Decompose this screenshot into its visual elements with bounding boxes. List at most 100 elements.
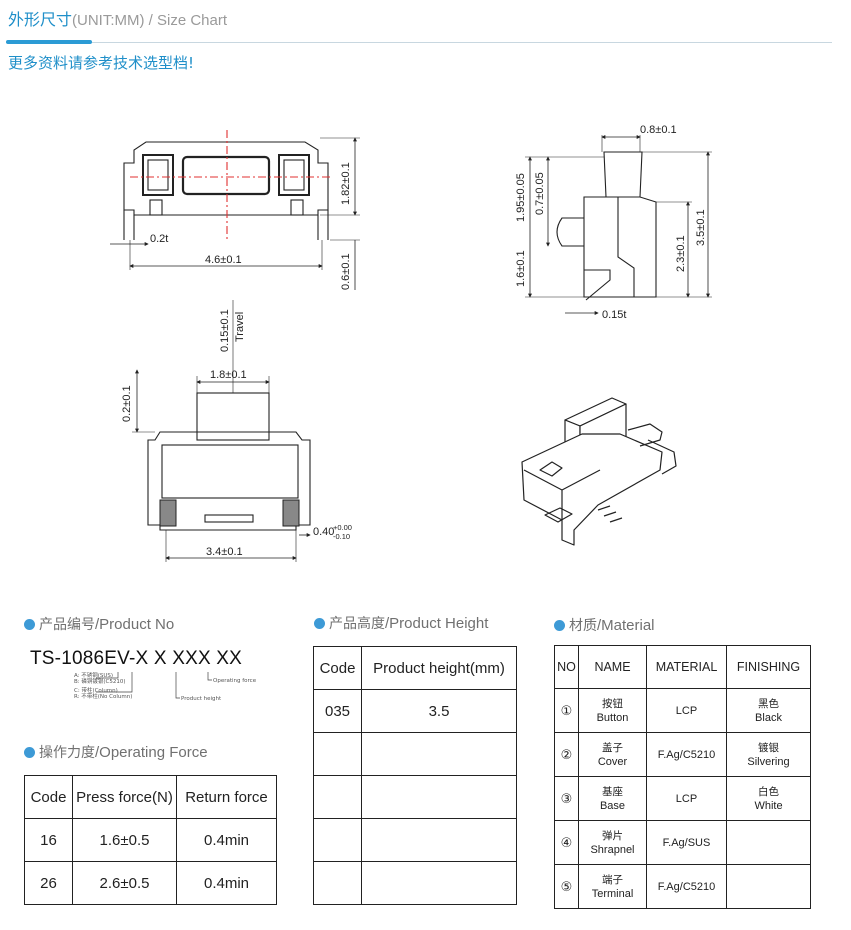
dimension-drawings: 4.6±0.1 0.2t 1.82±0.1 0.6±0.1 0.8±0.1 1.… xyxy=(110,124,712,562)
legend-note-b: B: 磷铜镀银(C5210) xyxy=(74,677,126,685)
table-cell: LCP xyxy=(646,688,727,733)
side-h1-dim: 1.95±0.05 xyxy=(515,173,527,222)
legend-note-r: R: 不带柱(No Column) xyxy=(74,692,132,700)
legend-note-force: Operating force xyxy=(213,678,257,684)
table-header-cell: Press force(N) xyxy=(72,775,177,819)
section-title-operating-force: 操作力度/Operating Force xyxy=(24,742,208,762)
front-travel-dim: 0.15±0.1 xyxy=(219,309,231,352)
header-accent-bar xyxy=(6,40,92,44)
table-cell xyxy=(313,775,362,819)
side-h5-dim: 3.5±0.1 xyxy=(695,209,707,246)
table-header-row: Code Press force(N) Return force xyxy=(24,775,277,819)
page-title-en: (UNIT:MM) / Size Chart xyxy=(72,12,228,29)
legend-note-c: C: 带柱(Column) xyxy=(74,686,118,694)
section-bullet-icon xyxy=(24,619,35,630)
table-cell: F.Ag/C5210 xyxy=(646,732,727,777)
table-row xyxy=(313,818,517,862)
product-code: TS-1086EV-X X XXX XX xyxy=(30,648,243,669)
top-height-dim: 1.82±0.1 xyxy=(340,162,352,205)
table-header-row: Code Product height(mm) xyxy=(313,646,517,690)
table-cell: 3.5 xyxy=(361,689,517,733)
section-title-material: 材质/Material xyxy=(554,615,655,635)
top-width-dim: 4.6±0.1 xyxy=(205,254,242,266)
table-cell: ③ xyxy=(554,776,579,821)
table-cell xyxy=(361,818,517,862)
side-h2-dim: 0.7±0.05 xyxy=(534,172,546,215)
top-view-drawing xyxy=(110,130,360,290)
table-row xyxy=(313,732,517,776)
table-cell xyxy=(361,861,517,905)
header-divider xyxy=(6,42,832,43)
table-cell: ② xyxy=(554,732,579,777)
section-title-product-height: 产品高度/Product Height xyxy=(314,613,488,633)
page-header: 外形尺寸(UNIT:MM) / Size Chart xyxy=(8,6,227,30)
top-pin-dim: 0.6±0.1 xyxy=(340,253,352,290)
table-header-cell: NO xyxy=(554,645,579,689)
table-cell xyxy=(361,732,517,776)
section-bullet-icon xyxy=(314,618,325,629)
front-travel-label: Travel xyxy=(234,312,246,342)
front-pad-tol-lower: -0.10 xyxy=(333,532,350,541)
table-cell: 1.6±0.5 xyxy=(72,818,177,862)
table-row: 16 1.6±0.5 0.4min xyxy=(24,818,277,862)
side-terminal-dim: 0.15t xyxy=(602,309,626,321)
legend-note-height: Product height xyxy=(181,696,222,702)
table-cell: ① xyxy=(554,688,579,733)
reference-note: 更多资料请参考技术选型档! xyxy=(8,54,195,72)
table-cell: F.Ag/SUS xyxy=(646,820,727,865)
isometric-drawing xyxy=(521,397,677,546)
table-header-cell: Return force xyxy=(176,775,277,819)
section-bullet-icon xyxy=(554,620,565,631)
table-header-cell: Product height(mm) xyxy=(361,646,517,690)
table-cell: 16 xyxy=(24,818,73,862)
front-gap-dim: 0.2±0.1 xyxy=(121,385,133,422)
table-cell: 26 xyxy=(24,861,73,905)
product-code-legend: A: 不锈钢(SUS) B: 磷铜镀银(C5210) C: 带柱(Column)… xyxy=(74,671,257,702)
front-pad-dim: 0.40 xyxy=(313,526,334,538)
table-row: 26 2.6±0.5 0.4min xyxy=(24,861,277,905)
front-pad-tol-upper: +0.00 xyxy=(333,523,352,532)
table-cell xyxy=(313,818,362,862)
table-cell: 035 xyxy=(313,689,362,733)
table-header-cell: Code xyxy=(313,646,362,690)
table-header-cell: FINISHING xyxy=(726,645,811,689)
table-header-cell: Code xyxy=(24,775,73,819)
front-view-drawing xyxy=(132,300,311,562)
table-header-row: NO NAME MATERIAL FINISHING xyxy=(554,645,811,689)
side-h4-dim: 2.3±0.1 xyxy=(675,235,687,272)
page-title-cn: 外形尺寸 xyxy=(8,10,73,29)
section-bullet-icon xyxy=(24,747,35,758)
table-cell xyxy=(361,775,517,819)
table-header-cell: NAME xyxy=(578,645,647,689)
operating-force-table: Code Press force(N) Return force 16 1.6±… xyxy=(24,775,277,905)
table-cell: LCP xyxy=(646,776,727,821)
table-cell: ⑤ xyxy=(554,864,579,909)
table-cell: 2.6±0.5 xyxy=(72,861,177,905)
table-row xyxy=(313,861,517,905)
table-cell: ④ xyxy=(554,820,579,865)
product-height-table: Code Product height(mm) 035 3.5 xyxy=(313,646,517,905)
table-cell: 0.4min xyxy=(176,861,277,905)
front-base-dim: 3.4±0.1 xyxy=(206,546,243,558)
table-cell xyxy=(726,820,811,865)
table-cell xyxy=(726,864,811,909)
table-cell xyxy=(313,732,362,776)
table-header-cell: MATERIAL xyxy=(646,645,727,689)
top-thickness-dim: 0.2t xyxy=(150,233,168,245)
side-view-drawing xyxy=(525,135,712,315)
side-actuator-dim: 0.8±0.1 xyxy=(640,124,677,136)
table-cell: 0.4min xyxy=(176,818,277,862)
